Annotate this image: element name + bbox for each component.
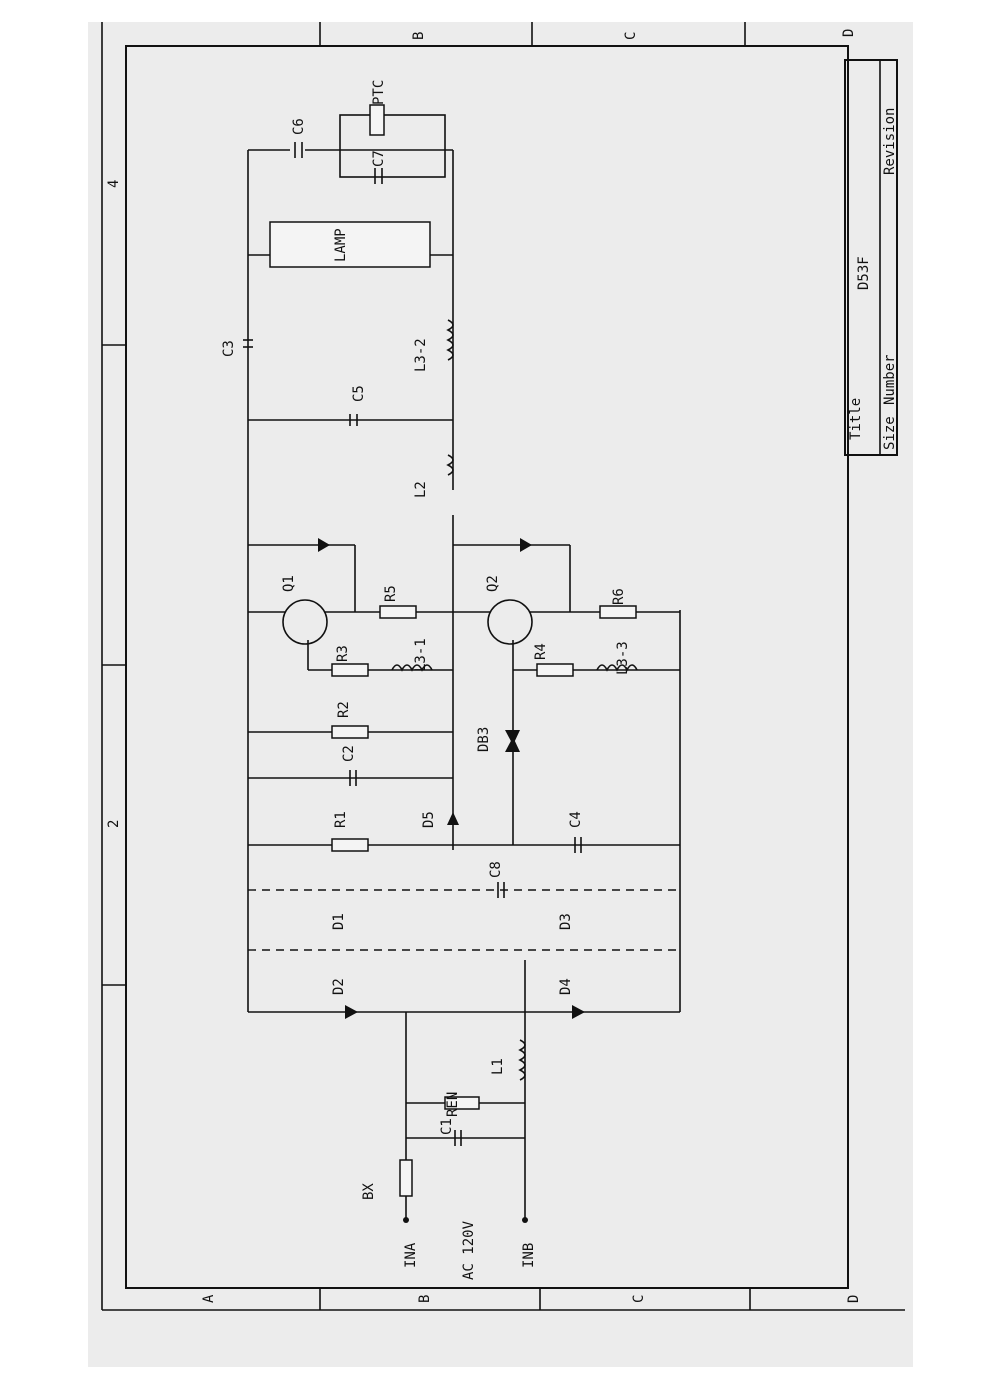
ptc-thermistor bbox=[369, 104, 385, 136]
label-l2: L2 bbox=[413, 481, 429, 498]
label-r5: R5 bbox=[383, 585, 399, 602]
label-c7: C7 bbox=[371, 150, 387, 167]
label-r3: R3 bbox=[335, 645, 351, 662]
grid-top-d: D bbox=[841, 29, 857, 37]
inductor-l3-2 bbox=[446, 319, 454, 361]
grid-b: B bbox=[417, 1295, 433, 1303]
label-l1: L1 bbox=[490, 1058, 506, 1075]
grid-4: 4 bbox=[106, 180, 122, 188]
grid-c: C bbox=[631, 1295, 647, 1303]
label-q2: Q2 bbox=[485, 575, 501, 592]
title-value: D53F bbox=[856, 256, 872, 290]
grid-a: A bbox=[201, 1294, 217, 1303]
transistor-q2 bbox=[487, 599, 533, 645]
label-l3-2: L3-2 bbox=[413, 338, 429, 372]
size-label: Size bbox=[882, 416, 898, 450]
component-symbols bbox=[243, 104, 638, 1223]
label-d4: D4 bbox=[558, 978, 574, 995]
title-label: Title bbox=[848, 398, 864, 440]
label-d3: D3 bbox=[558, 913, 574, 930]
title-block bbox=[844, 59, 898, 456]
label-lamp: LAMP bbox=[333, 228, 349, 262]
number-label: Number bbox=[882, 354, 898, 405]
label-c6: C6 bbox=[291, 118, 307, 135]
grid-top-b: B bbox=[411, 32, 427, 40]
wires bbox=[247, 149, 681, 1220]
label-r2: R2 bbox=[336, 701, 352, 718]
label-d1: D1 bbox=[331, 913, 347, 930]
label-c1: C1 bbox=[439, 1118, 455, 1135]
label-db3: DB3 bbox=[476, 727, 492, 752]
label-c4: C4 bbox=[568, 811, 584, 828]
label-q1: Q1 bbox=[281, 575, 297, 592]
label-ac-supply: AC 120V bbox=[461, 1220, 477, 1280]
grid-2: 2 bbox=[106, 820, 122, 828]
label-c3: C3 bbox=[221, 340, 237, 357]
schematic-sheet bbox=[88, 22, 913, 1367]
fuse-bx bbox=[399, 1159, 413, 1197]
grid-top-c: C bbox=[623, 32, 639, 40]
lamp-symbol bbox=[269, 221, 431, 268]
label-bx: BX bbox=[361, 1183, 377, 1200]
label-r6: R6 bbox=[611, 588, 627, 605]
label-c2: C2 bbox=[341, 745, 357, 762]
inductor-l1 bbox=[518, 1039, 526, 1081]
label-ren: REN bbox=[445, 1092, 461, 1117]
label-ina: INA bbox=[403, 1242, 419, 1268]
grid-d: D bbox=[846, 1295, 862, 1303]
transistor-q1 bbox=[282, 599, 328, 645]
label-ptc: PTC bbox=[371, 80, 387, 105]
component-labels: C6 PTC C7 LAMP C3 L3-2 C5 L2 Q1 R5 Q2 R6… bbox=[221, 80, 631, 1280]
revision-label: Revision bbox=[882, 108, 898, 175]
drawing-frame bbox=[125, 45, 849, 1289]
label-r1: R1 bbox=[333, 811, 349, 828]
label-r4: R4 bbox=[533, 643, 549, 660]
label-inb: INB bbox=[521, 1243, 537, 1268]
label-l3-1: L3-1 bbox=[413, 638, 429, 672]
label-c5: C5 bbox=[351, 385, 367, 402]
label-d2: D2 bbox=[331, 978, 347, 995]
grid-labels: A B C D B C D 4 2 bbox=[106, 29, 862, 1303]
label-c8: C8 bbox=[488, 861, 504, 878]
inductor-l2 bbox=[446, 454, 454, 476]
diac-db3 bbox=[505, 730, 520, 745]
label-l3-3: L3-3 bbox=[615, 641, 631, 675]
title-block-text: Title D53F Size Number Revision bbox=[848, 108, 898, 450]
label-d5: D5 bbox=[421, 811, 437, 828]
